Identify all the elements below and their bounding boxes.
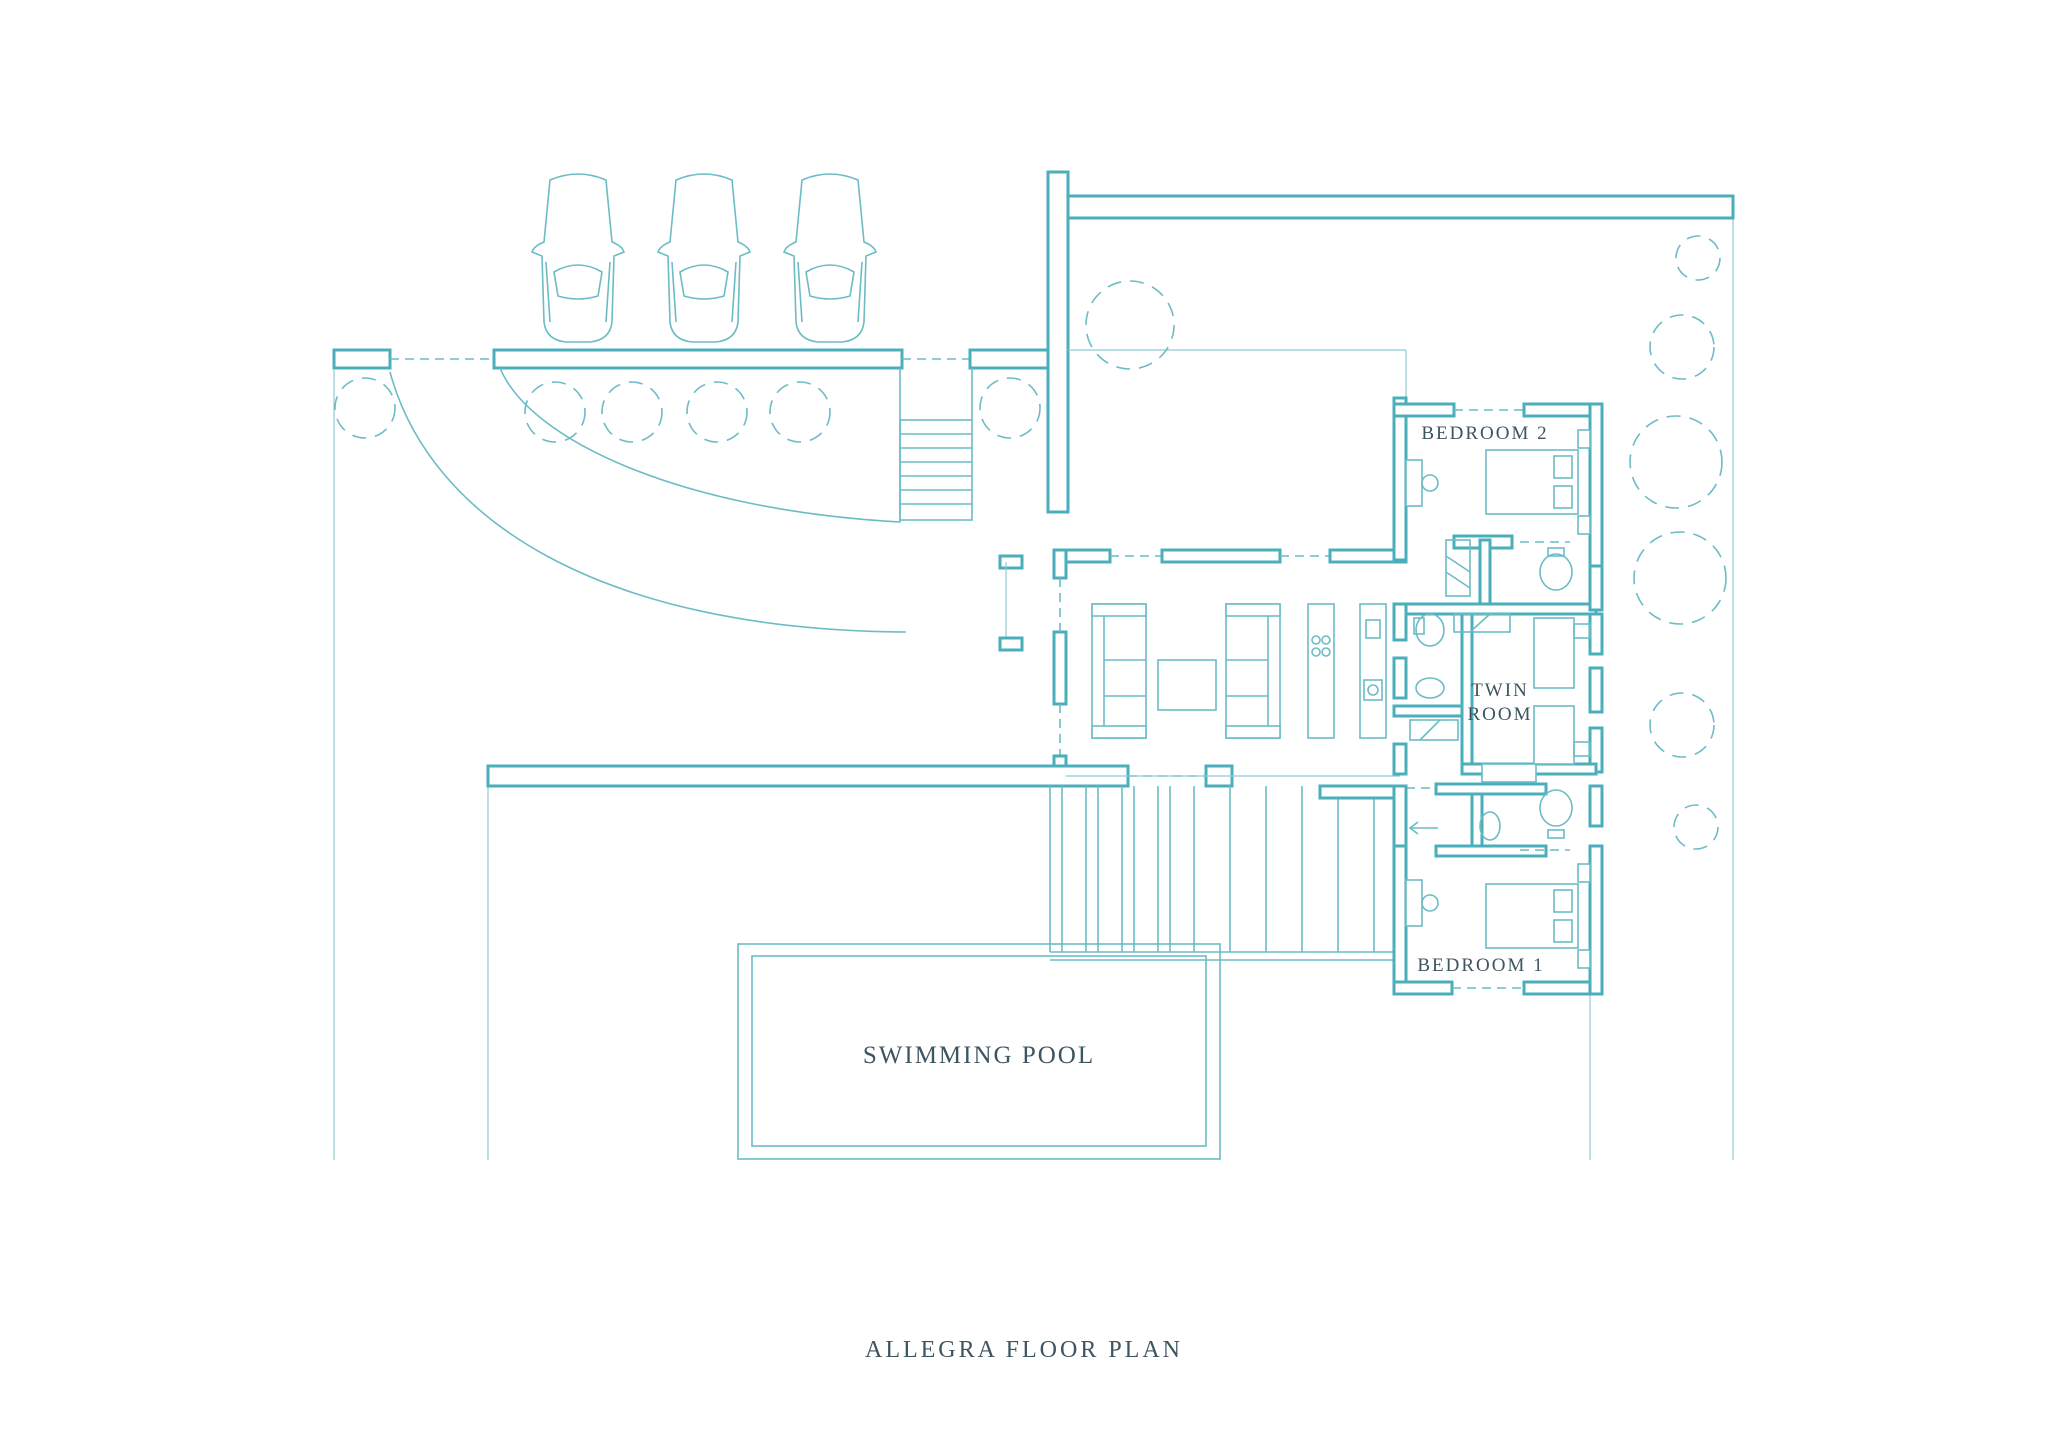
stairs-icon — [899, 368, 973, 521]
room-label-twin-room: TWIN — [1471, 680, 1529, 701]
car-icon — [783, 173, 877, 343]
car-icon — [657, 173, 751, 343]
plan-title: ALLEGRA FLOOR PLAN — [865, 1337, 1183, 1363]
toilet-icon — [1539, 547, 1573, 591]
north-walls — [332, 170, 1735, 514]
desk — [1405, 879, 1423, 927]
arrow-left-icon — [1408, 821, 1438, 835]
bed-icon — [1533, 617, 1591, 689]
coffee-table — [1157, 659, 1217, 711]
site-boundary — [333, 212, 1734, 1160]
chair — [1421, 894, 1439, 912]
sofa-icon — [1225, 603, 1281, 739]
bed-icon — [1485, 863, 1591, 969]
sofa-icon — [1091, 603, 1147, 739]
desk — [1405, 459, 1423, 507]
kitchen-counter — [1359, 603, 1387, 739]
room-label-twin-room-line2: ROOM — [1467, 704, 1532, 725]
stove-icon — [1307, 603, 1335, 739]
bathtub-icon — [1445, 539, 1471, 597]
bathtub-icon — [1409, 613, 1511, 741]
toilet-icon — [1479, 789, 1573, 841]
wardrobe — [1481, 763, 1537, 783]
room-label-bedroom-1: BEDROOM 1 — [1417, 955, 1544, 976]
terrace — [1049, 786, 1397, 961]
chair — [1421, 474, 1439, 492]
bed-icon — [1533, 705, 1591, 765]
toilet-icon — [1413, 613, 1445, 699]
tree-icon — [334, 235, 1727, 850]
driveway-curve — [389, 371, 907, 633]
pool-label: SWIMMING POOL — [863, 1042, 1095, 1069]
bed-icon — [1485, 429, 1591, 535]
swimming-pool — [737, 943, 1221, 1160]
planter-curve — [499, 367, 901, 523]
car-icon — [531, 173, 625, 343]
room-label-bedroom-2: BEDROOM 2 — [1421, 423, 1548, 444]
